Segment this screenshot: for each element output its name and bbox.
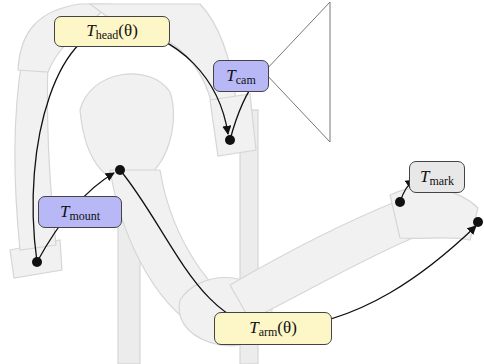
transform-box: Tmount	[38, 196, 122, 228]
transform-box: Thead(θ)	[54, 16, 170, 47]
transform-box: Tmark	[409, 161, 465, 193]
transform-label: Tcam	[226, 67, 255, 86]
transform-label: Tmount	[60, 203, 100, 222]
transform-box: Tarm(θ)	[214, 312, 332, 345]
transform-label: Tarm(θ)	[249, 319, 297, 338]
transform-label: Tmark	[420, 168, 454, 187]
transform-label: Thead(θ)	[86, 22, 138, 41]
transform-box: Tcam	[213, 60, 269, 92]
